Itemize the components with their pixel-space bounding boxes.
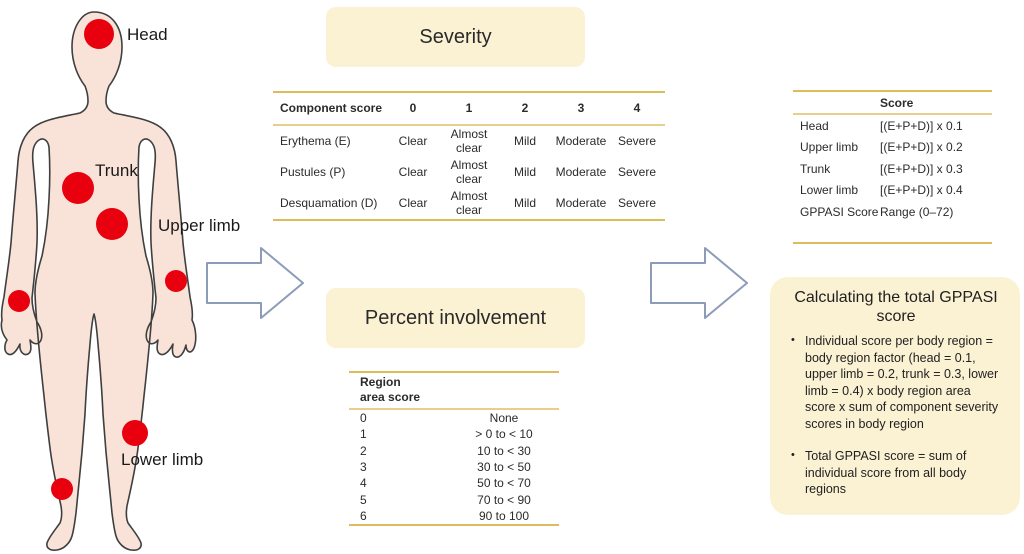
column-header: 3	[577, 100, 585, 115]
lesion-marker-head	[84, 19, 114, 49]
list-item: • Individual score per body region = bod…	[784, 333, 1008, 432]
table-row: Upper limb [(E+P+D)] x 0.2	[793, 137, 992, 159]
lesion-marker-abdomen	[96, 208, 128, 240]
table-row: Pustules (P) Clear Almost clear Mild Mod…	[273, 157, 665, 188]
table-cell: Almost clear	[450, 127, 488, 155]
score-table-header-row: Score	[793, 92, 992, 115]
bullet-icon: •	[791, 449, 795, 462]
percent-involvement-title-card: Percent involvement	[326, 288, 585, 348]
table-row: Lower limb [(E+P+D)] x 0.4	[793, 180, 992, 202]
area-score: 6	[360, 508, 367, 523]
table-cell: Mild	[513, 133, 536, 148]
percent-involvement-title: Percent involvement	[364, 306, 547, 329]
row-label: Upper limb	[800, 140, 859, 155]
severity-title: Severity	[419, 25, 492, 48]
percent-range: > 0 to < 10	[475, 427, 533, 442]
score-formula: [(E+P+D)] x 0.3	[880, 161, 963, 176]
percent-range: 10 to < 30	[477, 443, 531, 458]
body-region-label-trunk: Trunk	[95, 161, 138, 180]
row-label: GPPASI Score	[800, 205, 879, 219]
percent-range: 70 to < 90	[477, 492, 531, 507]
percent-table-header: Region area score	[349, 373, 559, 410]
percent-range: 90 to 100	[478, 508, 530, 523]
body-outline	[0, 11, 197, 551]
row-label: Pustules (P)	[280, 164, 346, 179]
table-cell: Moderate	[555, 164, 607, 179]
table-row: 1 > 0 to < 10	[349, 426, 559, 442]
table-cell: Clear	[398, 195, 428, 210]
column-header: 0	[409, 100, 417, 115]
gppasi-calculation-card: Calculating the total GPPASI score • Ind…	[770, 277, 1020, 515]
percent-involvement-table: Region area score 0 None 1 > 0 to < 10 2…	[349, 371, 559, 527]
table-row: 2 10 to < 30	[349, 443, 559, 459]
area-score: 2	[360, 443, 367, 458]
severity-table: Component score 0 1 2 3 4 Erythema (E) C…	[273, 91, 665, 221]
body-figure	[0, 11, 197, 551]
row-label: Trunk	[800, 161, 831, 176]
table-row: 0 None	[349, 410, 559, 426]
row-label: Desquamation (D)	[280, 195, 378, 210]
column-header: Score	[880, 95, 914, 110]
column-header: 2	[521, 100, 529, 115]
body-region-label-lower-limb: Lower limb	[121, 450, 204, 469]
area-score: 3	[360, 460, 367, 475]
row-label: Lower limb	[800, 183, 859, 198]
table-cell: Moderate	[555, 133, 607, 148]
bullet-text: Individual score per body region = body …	[805, 334, 999, 431]
table-cell: Severe	[617, 195, 657, 210]
table-row: 4 50 to < 70	[349, 475, 559, 491]
row-label: Head	[800, 118, 829, 133]
table-row: 3 30 to < 50	[349, 459, 559, 475]
table-row: Desquamation (D) Clear Almost clear Mild…	[273, 188, 665, 219]
list-item: • Total GPPASI score = sum of individual…	[784, 448, 1008, 498]
table-cell: Almost clear	[450, 189, 488, 217]
lesion-marker-left-wrist	[8, 290, 30, 312]
score-formula: [(E+P+D)] x 0.1	[880, 118, 963, 133]
area-score: 1	[360, 427, 367, 442]
score-formula: [(E+P+D)] x 0.4	[880, 183, 963, 198]
flow-arrow-icon	[206, 247, 304, 319]
area-score: 0	[360, 411, 367, 426]
table-cell: Clear	[398, 164, 428, 179]
lesion-marker-left-shin	[51, 478, 73, 500]
table-cell: Mild	[513, 164, 536, 179]
table-cell: Clear	[398, 133, 428, 148]
table-cell: Moderate	[555, 195, 607, 210]
table-row: Erythema (E) Clear Almost clear Mild Mod…	[273, 126, 665, 157]
score-formula: [(E+P+D)] x 0.2	[880, 140, 963, 155]
bullet-text: Total GPPASI score = sum of individual s…	[805, 449, 967, 497]
table-row: Head [(E+P+D)] x 0.1	[793, 115, 992, 137]
table-row: 5 70 to < 90	[349, 491, 559, 507]
severity-table-header-row: Component score 0 1 2 3 4	[273, 93, 665, 126]
table-cell: Severe	[617, 133, 657, 148]
table-cell: Almost clear	[450, 158, 488, 186]
percent-range: 30 to < 50	[477, 460, 531, 475]
area-score: 5	[360, 492, 367, 507]
percent-range: None	[489, 411, 519, 426]
bullet-icon: •	[791, 334, 795, 347]
table-row: 6 90 to 100	[349, 508, 559, 524]
body-region-label-upper-limb: Upper limb	[158, 216, 241, 235]
flow-arrow-icon	[650, 247, 748, 319]
percent-range: 50 to < 70	[477, 476, 531, 491]
lesion-marker-right-wrist	[165, 270, 187, 292]
column-header: 1	[465, 100, 473, 115]
body-region-label-head: Head	[127, 25, 168, 44]
table-row: GPPASI Score Range (0–72)	[793, 201, 992, 242]
column-header-line: area score	[360, 390, 421, 404]
lesion-marker-right-knee	[122, 420, 148, 446]
column-header: Component score	[280, 100, 383, 115]
calculation-title: Calculating the total GPPASI score	[794, 289, 998, 326]
lesion-marker-chest	[62, 172, 94, 204]
severity-title-card: Severity	[326, 7, 585, 67]
table-row: Trunk [(E+P+D)] x 0.3	[793, 158, 992, 180]
column-header-line: Region	[360, 375, 401, 389]
area-score: 4	[360, 476, 367, 491]
score-formula: Range (0–72)	[880, 205, 954, 219]
table-cell: Severe	[617, 164, 657, 179]
table-cell: Mild	[513, 195, 536, 210]
score-table: Score Head [(E+P+D)] x 0.1 Upper limb [(…	[793, 90, 992, 244]
column-header: 4	[633, 100, 641, 115]
row-label: Erythema (E)	[280, 133, 351, 148]
